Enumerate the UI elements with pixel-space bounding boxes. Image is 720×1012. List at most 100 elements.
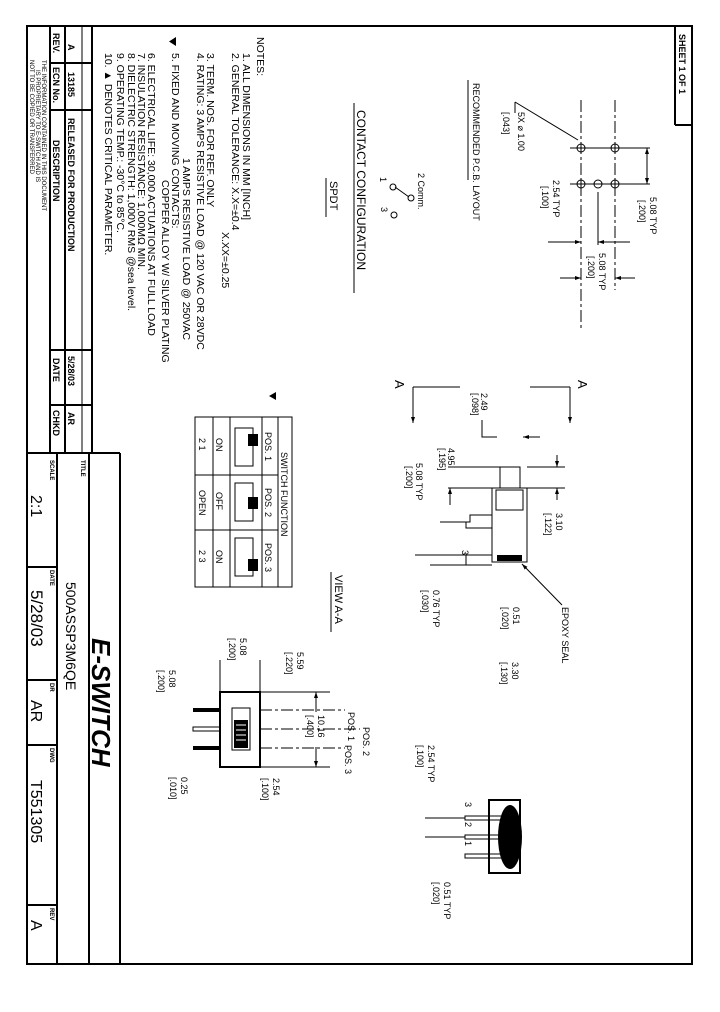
front-view: POS. 1 POS. 2 POS. 3 5.08 [.200] 5.59 [.… xyxy=(156,638,371,801)
description-value: RELEASED FOR PRODUCTION xyxy=(66,118,76,252)
disclaimer-line-1: THE INFORMATION CONTAINED IN THIS DOCUME… xyxy=(40,60,46,211)
dim-2-54-typ: 2.54 TYP xyxy=(426,745,436,782)
switch-function-table: SWITCH FUNCTION POS. 1 POS. 2 POS. 3 ON … xyxy=(194,392,293,588)
e-switch-logo: E-SWITCH xyxy=(86,638,116,768)
date-header: DATE xyxy=(51,358,61,382)
dim-10-16-inch: [.400] xyxy=(305,715,315,738)
terminal-3-label: 3 xyxy=(379,207,389,212)
dim-5-59-inch: [.220] xyxy=(284,652,294,675)
pos-1-label: POS. 1 xyxy=(346,712,356,741)
terminal-3-label: 3 xyxy=(460,550,470,555)
chkd-value: AR xyxy=(66,412,76,425)
section-marker-a: A xyxy=(575,380,590,389)
note-3: 3. TERM. NOS. FOR REF. ONLY xyxy=(204,53,216,207)
disclaimer-line-2: IS PROPRIETARY TO E-SWITCH AND IS xyxy=(34,70,40,182)
pcb-layout: 5X ⌀ 1.00 [.043] 5.08 TYP [.200] 2.54 TY… xyxy=(467,80,658,330)
pos-2-state: OFF xyxy=(214,492,224,510)
dr-value: AR xyxy=(27,700,44,722)
contact-configuration: 2 Comm. 1 3 CONTACT CONFIGURATION SPDT xyxy=(325,103,426,293)
dim-0-25: 0.25 xyxy=(179,777,189,795)
dim-2-54-inch: [.100] xyxy=(260,778,270,801)
dim-4-95-inch: [.195] xyxy=(437,448,447,471)
pos-2-terms: OPEN xyxy=(197,490,207,516)
dim-5-08-inch: [.200] xyxy=(404,466,414,489)
note-6: 6. ELECTRICAL LIFE: 30,000 ACTUATIONS AT… xyxy=(145,53,157,336)
dim-3-10: 3.10 xyxy=(554,513,564,531)
rev-value: A xyxy=(66,44,76,51)
terminal-2-label: 2 xyxy=(463,822,473,827)
dim-5-59: 5.59 xyxy=(295,652,305,670)
scale-value: 2:1 xyxy=(27,495,44,517)
frame xyxy=(26,25,693,965)
ecn-header: ECN No. xyxy=(51,67,61,103)
pitch-small-dim-inch: [.100] xyxy=(540,186,550,209)
terminal-3-label: 3 xyxy=(463,802,473,807)
title-label: TITLE xyxy=(79,460,85,477)
note-1: 1. ALL DIMENSIONS IN MM [INCH] xyxy=(240,53,252,220)
critical-triangle-icon xyxy=(169,37,176,46)
dim-5-08-top-inch: [.200] xyxy=(227,638,237,661)
hole-dim-inch: [.043] xyxy=(501,112,511,135)
sheet-number: SHEET 1 OF 1 xyxy=(677,34,687,94)
note-4: 4. RATING: 3 AMPS RESISTIVE LOAD @ 120 V… xyxy=(194,53,206,350)
pcb-hole xyxy=(576,143,586,153)
pcb-hole xyxy=(610,143,620,153)
note-8: 8. DIELECTRIC STRENGTH: 1,000V RMS @sea … xyxy=(125,53,137,311)
notes-heading: NOTES: xyxy=(254,37,266,76)
chkd-header: CHKD xyxy=(51,410,61,436)
dim-3-10-inch: [.122] xyxy=(543,513,553,536)
dim-0-51-typ-inch: [.020] xyxy=(431,882,441,905)
section-marker-a: A xyxy=(392,380,407,389)
revision-table: A 13185 RELEASED FOR PRODUCTION 5/28/03 … xyxy=(28,26,93,453)
rev-label: REV xyxy=(48,908,54,920)
pos-3-header: POS. 3 xyxy=(263,543,273,572)
pos-1-terms: 2 1 xyxy=(197,438,207,451)
rev-value: A xyxy=(27,920,44,931)
pos-1-state: ON xyxy=(214,438,224,452)
dim-0-76-inch: [.030] xyxy=(420,590,430,613)
dr-label: DR xyxy=(48,683,54,692)
note-2b: X.XX=±0.25 xyxy=(219,232,231,288)
dim-2-54: 2.54 xyxy=(271,778,281,796)
pitch-small-dim: 2.54 TYP xyxy=(551,180,561,217)
pitch-h-dim-inch: [.200] xyxy=(586,256,596,279)
rev-header: REV. xyxy=(51,33,61,53)
scale-label: SCALE xyxy=(48,460,54,480)
dim-5-08-left: 5.08 xyxy=(167,670,177,688)
title-block: E-SWITCH TITLE 500ASSP3M6QE SCALE 2:1 DA… xyxy=(27,452,121,964)
view-a-a-label: VIEW A-A xyxy=(332,575,344,625)
dim-2-49-inch: [.098] xyxy=(470,393,480,416)
pos-2-label: POS. 2 xyxy=(361,727,371,756)
bottom-view: 3 2 1 2.54 TYP [.100] 0.51 TYP [.020] xyxy=(415,745,522,919)
ecn-value: 13185 xyxy=(66,72,76,97)
note-7: 7. INSULATION RESISTANCE: 1,000MΩ MIN. xyxy=(135,53,147,270)
epoxy-seal xyxy=(497,555,522,561)
note-10: 10. ▲ DENOTES CRITICAL PARAMETER. xyxy=(102,53,114,255)
note-5: 5. FIXED AND MOVING CONTACTS: xyxy=(169,53,181,228)
pos-3-terms: 2 3 xyxy=(197,550,207,563)
pitch-h-dim: 5.08 TYP xyxy=(597,253,607,290)
pos-3-state: ON xyxy=(214,550,224,564)
dwg-label: DWG xyxy=(48,748,54,763)
pos-3-label: POS. 3 xyxy=(343,745,353,774)
pcb-layout-title: RECOMMENDED P.C.B. LAYOUT xyxy=(471,83,481,221)
dim-3-30-inch: [.130] xyxy=(499,662,509,685)
critical-triangle-icon xyxy=(269,392,276,400)
note-2: 2. GENERAL TOLERANCE: X.X=±0.4 xyxy=(229,53,241,231)
pitch-v-dim-inch: [.200] xyxy=(637,200,647,223)
dim-0-51: 0.51 xyxy=(511,607,521,625)
contact-config-title: CONTACT CONFIGURATION xyxy=(354,110,368,270)
disclaimer-line-3: NOT TO BE COPIED OR TRANSFERRED xyxy=(28,60,34,175)
date-value: 5/28/03 xyxy=(66,356,76,386)
epoxy-seal-label: EPOXY SEAL xyxy=(560,607,570,663)
terminal-1-label: 1 xyxy=(463,841,473,846)
terminal-1-label: 1 xyxy=(378,177,388,182)
dim-2-49: 2.49 xyxy=(479,393,489,411)
pcb-hole-open xyxy=(593,179,603,189)
pos-2-header: POS. 2 xyxy=(263,488,273,517)
dim-4-95: 4.95 xyxy=(446,448,456,466)
dim-3-30: 3.30 xyxy=(510,662,520,680)
pitch-v-dim: 5.08 TYP xyxy=(648,197,658,234)
dim-5-08-left-inch: [.200] xyxy=(156,670,166,693)
